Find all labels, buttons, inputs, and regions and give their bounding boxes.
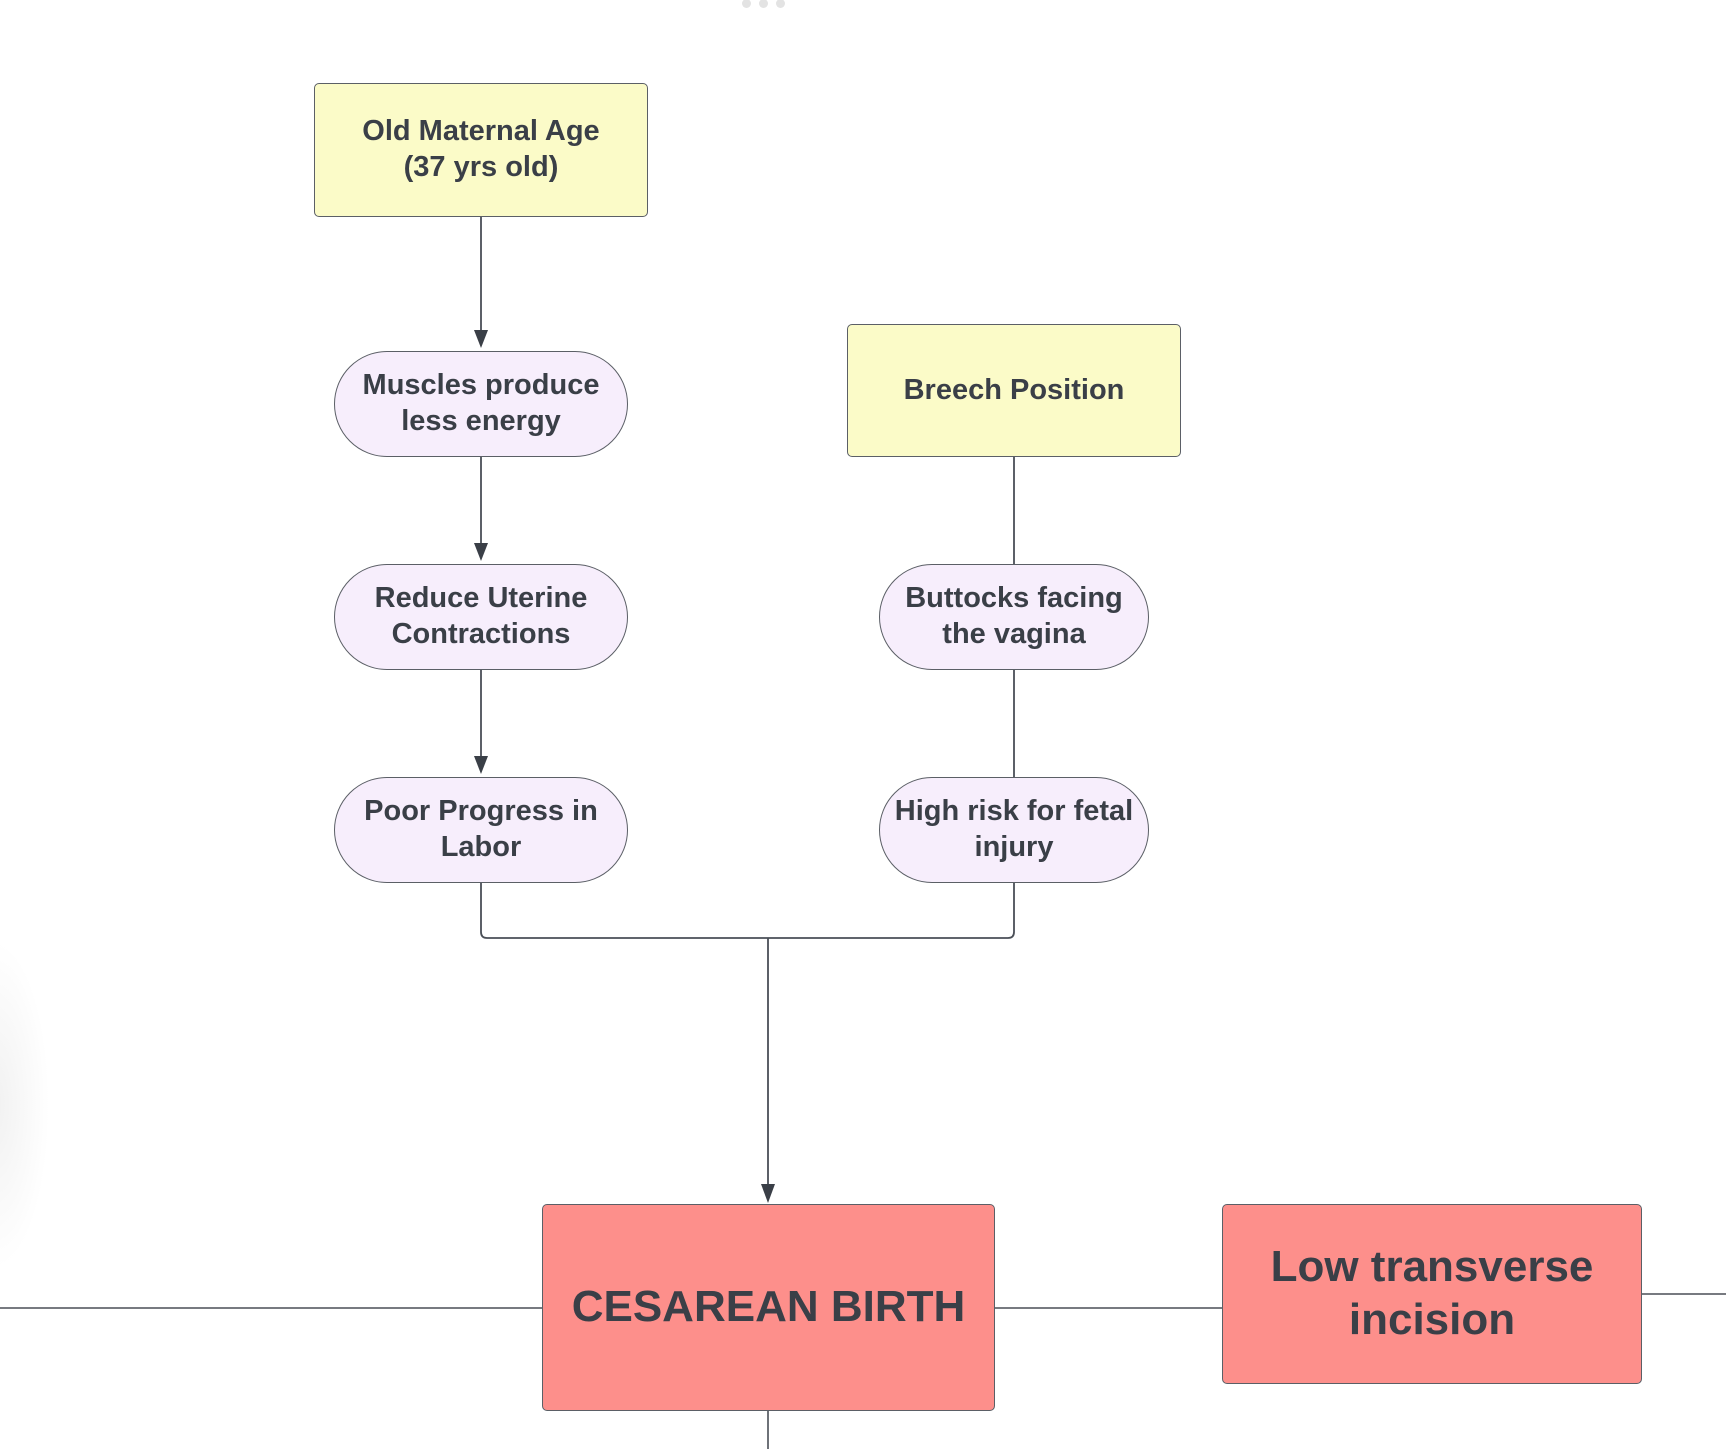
node-old-maternal-age[interactable]: Old Maternal Age (37 yrs old)	[314, 83, 648, 217]
node-label: Low transverse incision	[1270, 1242, 1594, 1344]
arrowhead-icon	[474, 543, 488, 561]
arrowhead-icon	[474, 330, 488, 348]
drag-handle-icon[interactable]	[742, 0, 786, 8]
node-label: Buttocks facing the vagina	[905, 582, 1123, 650]
node-high-risk-fetal-injury[interactable]: High risk for fetal injury	[879, 777, 1149, 883]
node-label: Reduce Uterine Contractions	[374, 582, 588, 650]
connector-merge	[480, 883, 1015, 939]
node-reduce-uterine-contractions[interactable]: Reduce Uterine Contractions	[334, 564, 628, 670]
node-label: Old Maternal Age (37 yrs old)	[362, 115, 600, 183]
node-label: Breech Position	[903, 373, 1125, 406]
node-muscles-less-energy[interactable]: Muscles produce less energy	[334, 351, 628, 457]
node-label: High risk for fetal injury	[894, 795, 1134, 863]
node-low-transverse-incision[interactable]: Low transverse incision	[1222, 1204, 1642, 1384]
node-poor-progress-labor[interactable]: Poor Progress in Labor	[334, 777, 628, 883]
node-breech-position[interactable]: Breech Position	[847, 324, 1181, 457]
node-label: CESAREAN BIRTH	[571, 1282, 966, 1332]
node-buttocks-facing-vagina[interactable]: Buttocks facing the vagina	[879, 564, 1149, 670]
arrowhead-icon	[474, 756, 488, 774]
node-label: Muscles produce less energy	[362, 369, 600, 437]
arrowhead-icon	[761, 1184, 775, 1203]
node-label: Poor Progress in Labor	[364, 795, 598, 863]
node-cesarean-birth[interactable]: CESAREAN BIRTH	[542, 1204, 995, 1411]
